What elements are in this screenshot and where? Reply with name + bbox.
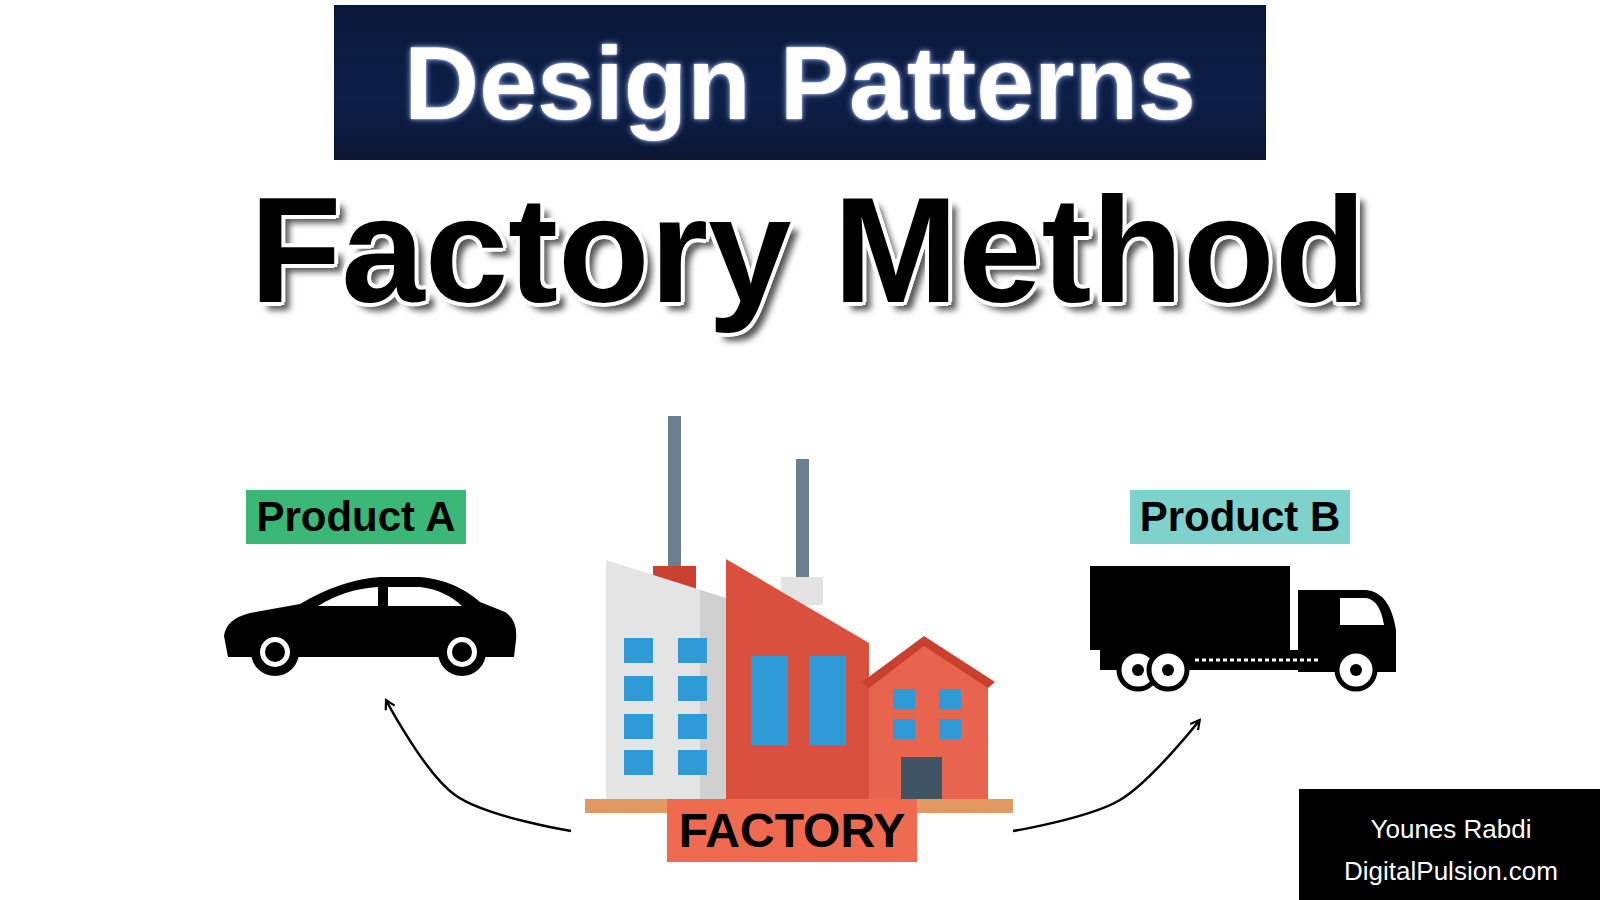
- factory-illustration: [585, 416, 1013, 813]
- factory-illustration-part-part: [678, 750, 707, 775]
- car-icon-part: [318, 587, 378, 606]
- factory-illustration-part-part: [893, 689, 915, 709]
- factory-illustration-part-part: [624, 676, 653, 701]
- factory-node: FACTORY: [571, 799, 1013, 863]
- truck-icon-part: [1162, 664, 1174, 676]
- car-icon-part: [388, 587, 462, 606]
- product-node: Product B: [1085, 490, 1395, 720]
- factory-illustration-part: [901, 757, 942, 799]
- car-icon-part: [251, 628, 299, 676]
- watermark-text: DigitalPulsion.com: [1344, 858, 1558, 884]
- truck-icon-part: [1340, 598, 1384, 625]
- factory-illustration-part: [606, 560, 726, 800]
- truck-icon-part: [1132, 664, 1144, 676]
- car-icon-part: [265, 642, 285, 662]
- truck-icon-part: [1337, 651, 1375, 689]
- factory-illustration-part: [862, 636, 995, 688]
- factory-illustration-part-part: [809, 656, 846, 745]
- watermark-text: Younes Rabdi: [1371, 816, 1532, 842]
- factory-illustration-part-part: [678, 714, 707, 739]
- factory-illustration-part: [869, 638, 988, 800]
- truck-icon-part: [1195, 659, 1320, 662]
- factory-illustration-part-part: [893, 719, 915, 739]
- curved-arrow: [386, 700, 571, 831]
- truck-icon: [1090, 566, 1396, 689]
- node-label: Product B: [1130, 490, 1351, 544]
- factory-illustration-part: [668, 416, 681, 576]
- curved-arrow: [1013, 720, 1200, 831]
- factory-illustration-part-part: [624, 714, 653, 739]
- factory-illustration-part-part: [939, 689, 961, 709]
- factory-illustration-part: [796, 459, 809, 579]
- car-icon-part: [452, 642, 472, 662]
- car-icon-part: [447, 637, 477, 667]
- car-icon-part: [438, 628, 486, 676]
- car-icon-part: [260, 637, 290, 667]
- factory-illustration-part-part: [624, 638, 653, 663]
- car-icon: [224, 577, 516, 676]
- product-node: Product A: [206, 490, 506, 700]
- factory-illustration-part-part: [678, 676, 707, 701]
- title-banner: Design Patterns: [334, 5, 1266, 160]
- heading-text: Factory Method: [250, 175, 1367, 325]
- factory-illustration-part: [726, 559, 869, 800]
- truck-icon-part: [1350, 664, 1362, 676]
- watermark-panel: [1299, 789, 1600, 900]
- truck-icon-part: [1149, 651, 1187, 689]
- factory-illustration-part-part: [624, 750, 653, 775]
- factory-illustration-part: [624, 638, 961, 775]
- factory-illustration-part-part: [939, 719, 961, 739]
- factory-illustration-part-part: [678, 638, 707, 663]
- node-label: Product A: [246, 490, 465, 544]
- factory-illustration-part-part: [751, 656, 788, 745]
- title-text: Design Patterns: [404, 31, 1196, 135]
- node-label: FACTORY: [667, 799, 918, 862]
- truck-icon-part: [1090, 566, 1290, 650]
